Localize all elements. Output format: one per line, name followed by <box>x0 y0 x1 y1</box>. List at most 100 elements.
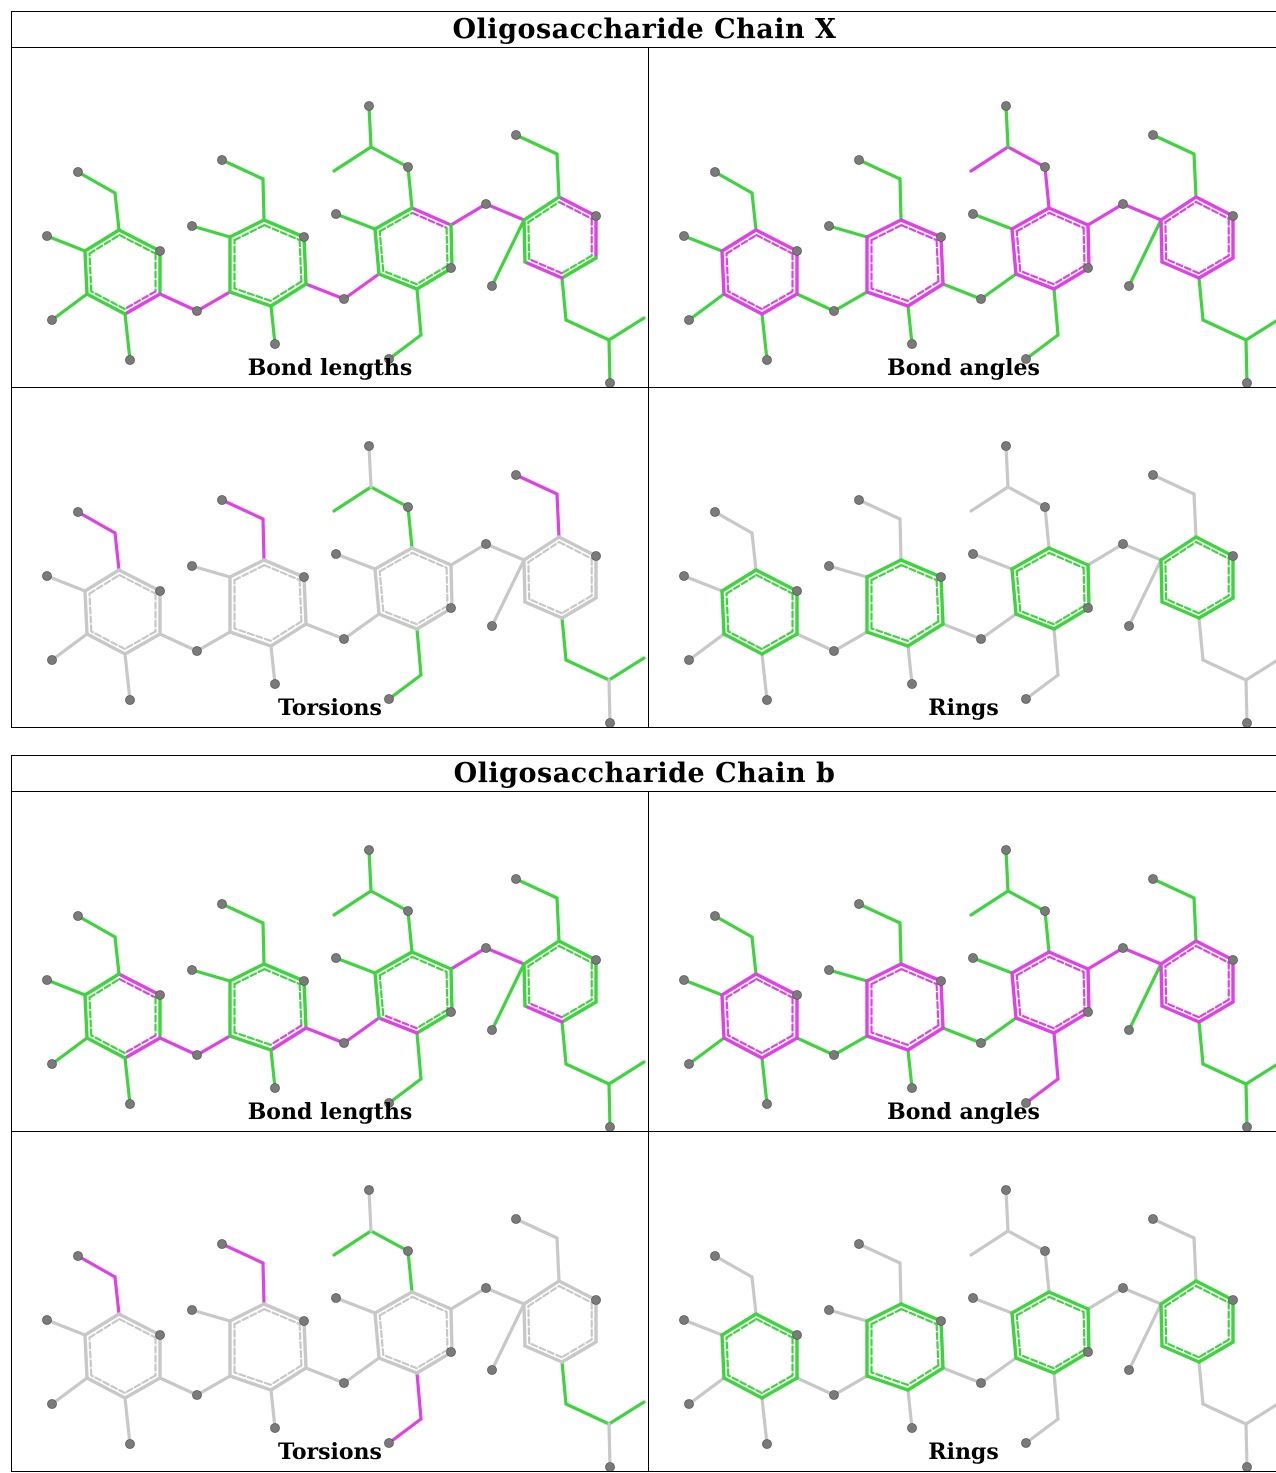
atom <box>591 211 601 221</box>
ring-bond-inner <box>725 592 730 633</box>
ring-bond-inner <box>445 566 449 607</box>
chain-x-bond-angles-panel: Bond angles <box>649 48 1276 388</box>
substituent-bond <box>334 212 377 231</box>
ring-bond-inner <box>1052 264 1086 286</box>
substituent-bond <box>1192 1236 1198 1283</box>
atom <box>679 975 689 985</box>
ring-bond-inner <box>1048 1295 1085 1313</box>
atom <box>976 1378 986 1388</box>
substituent-bond <box>123 1056 132 1106</box>
atom <box>762 355 772 365</box>
ring-bond-inner <box>1015 1314 1022 1357</box>
substituent-bond <box>332 485 373 513</box>
atom <box>605 378 615 387</box>
atom <box>187 965 197 975</box>
substituent-bond <box>971 212 1014 231</box>
ring-bond-inner <box>1015 1295 1051 1317</box>
ring-bond-inner <box>1082 970 1086 1011</box>
substituent-bond <box>687 292 726 322</box>
substituent-bond <box>45 978 87 997</box>
chain-b-table: Oligosaccharide Chain b Bond lengths Bon… <box>11 755 1276 1472</box>
ring-bond-inner <box>233 968 266 986</box>
atom <box>1148 1214 1158 1224</box>
substituent-bond <box>682 978 724 997</box>
atom <box>605 1122 615 1131</box>
ring-bond-inner <box>269 280 303 302</box>
ring-bond-inner <box>900 564 938 582</box>
atom <box>331 549 341 559</box>
ring-bond <box>722 292 764 316</box>
chain-x-torsions-panel: Torsions <box>12 388 649 728</box>
substituent-bond <box>564 1402 611 1426</box>
substituent-bond <box>1024 673 1060 701</box>
substituent-bond <box>123 652 132 702</box>
atom <box>968 953 978 963</box>
atom <box>1242 1122 1252 1131</box>
ring-bond-inner <box>528 1342 563 1359</box>
ring-bond-inner <box>760 1374 794 1395</box>
atom <box>270 339 280 349</box>
ring-bond <box>1014 612 1056 631</box>
ring-bond-inner <box>900 1308 938 1326</box>
atom <box>47 1059 57 1069</box>
ring-bond <box>1052 606 1091 631</box>
glycosidic-bond <box>832 630 869 653</box>
substituent-bond <box>415 287 423 337</box>
substituent-bond <box>827 968 869 983</box>
ring-bond <box>754 1312 799 1337</box>
substituent-bond <box>1127 218 1163 288</box>
atom <box>1148 874 1158 884</box>
atom <box>1228 955 1238 965</box>
ring-bond <box>1052 1010 1091 1035</box>
glycosidic-bond <box>832 1034 869 1057</box>
ring-bond <box>865 290 910 308</box>
glycosidic-bond <box>195 1374 232 1397</box>
glycosidic-bond <box>795 1376 836 1397</box>
ring-bond <box>415 266 454 291</box>
substituent-bond <box>1043 1249 1051 1294</box>
ring-bond-inner <box>445 970 449 1011</box>
atom <box>364 101 374 111</box>
ring-bond <box>228 558 266 579</box>
substituent-bond <box>369 1229 410 1253</box>
ring-bond <box>1086 563 1091 610</box>
ring-bond <box>449 563 454 610</box>
ring-bond <box>377 612 419 631</box>
chain-b-rings-panel: Rings <box>649 1132 1276 1472</box>
ring-bond <box>1159 1302 1164 1348</box>
ring-bond <box>523 260 564 280</box>
ring-bond-inner <box>382 1013 418 1030</box>
atom <box>446 1347 456 1357</box>
ring-bond <box>269 1366 308 1392</box>
substituent-bond <box>50 1376 89 1406</box>
ring-bond <box>939 1319 945 1370</box>
ring-bond-inner <box>88 592 93 633</box>
substituent-bond <box>387 333 423 361</box>
ring-bond-inner <box>1015 551 1051 573</box>
ring-bond-inner <box>560 1338 593 1359</box>
substituent-bond <box>1043 909 1051 954</box>
ring-bond <box>269 622 308 648</box>
ring-bond-inner <box>1015 974 1022 1017</box>
glycosidic-bond <box>1086 202 1125 227</box>
ring-bond <box>1010 227 1018 276</box>
atom <box>1083 603 1093 613</box>
substituent-bond <box>1006 485 1047 509</box>
substituent-bond <box>713 510 754 535</box>
ring-bond-inner <box>445 226 449 267</box>
ring-bond <box>1194 939 1235 962</box>
substituent-bond <box>1052 287 1060 337</box>
substituent-bond <box>269 304 277 346</box>
atom <box>192 306 202 316</box>
ring-bond-inner <box>233 224 266 242</box>
substituent-bond <box>1043 505 1051 550</box>
substituent-bond <box>1006 145 1047 169</box>
atom <box>907 1423 917 1433</box>
substituent-bond <box>76 170 117 195</box>
substituent-bond <box>607 338 612 385</box>
atom <box>591 955 601 965</box>
ring-bond <box>302 979 308 1030</box>
glycosidic-bond <box>158 632 199 653</box>
ring-bond <box>410 1290 453 1311</box>
ring-bond-inner <box>1019 1353 1055 1370</box>
